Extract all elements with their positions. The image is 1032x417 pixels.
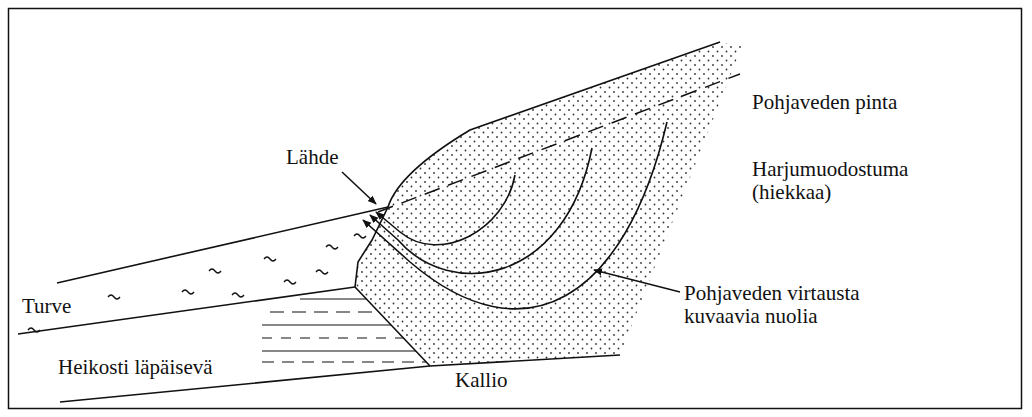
flow-lines [363,122,667,309]
water-table-line [378,74,740,212]
peat-label: Turve [22,295,71,318]
leader-arrows [342,172,680,292]
spring-label: Lähde [286,146,338,169]
esker-label: Harjumuodostuma (hiekkaa) [752,158,942,204]
clay-label: Heikosti läpäisevä [58,356,213,379]
peat-symbols [28,234,366,332]
strata-lines [18,42,720,402]
flow-label: Pohjaveden virtausta kuvaavia nuolia [684,282,889,328]
water-table-label: Pohjaveden pinta [752,91,897,114]
clay-hatching [262,299,430,362]
frame [9,9,1022,409]
bedrock-label: Kallio [455,369,508,392]
sand-fill [355,42,742,366]
